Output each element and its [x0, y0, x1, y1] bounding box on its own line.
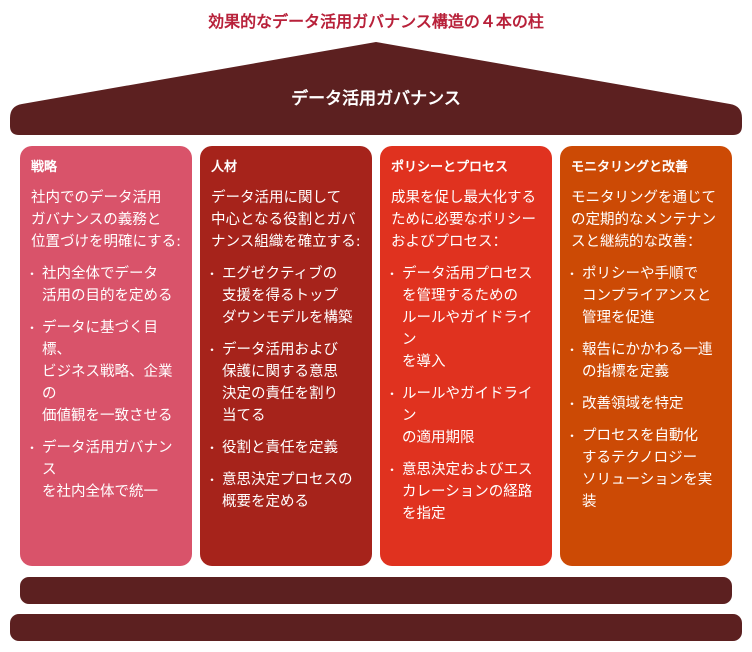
- roof: [10, 42, 742, 135]
- foundation-bar-upper: [20, 577, 732, 604]
- pillar-bullet: データに基づく目標、 ビジネス戦略、企業の 価値観を一致させる: [26, 317, 184, 427]
- pillar-bullet: データ活用プロセス を管理するための ルールやガイドライン を導入: [386, 263, 544, 373]
- pillar-bullet: 報告にかかわる一連 の指標を定義: [566, 339, 724, 383]
- pillar-heading: ポリシーとプロセス: [391, 160, 509, 175]
- roof-label: データ活用ガバナンス: [291, 89, 461, 109]
- pillar-heading: 人材: [211, 160, 238, 175]
- pillar-intro: モニタリングを通じて の定期的なメンテナン スと継続的な改善：: [571, 190, 716, 250]
- pillar-intro: データ活用に関して 中心となる役割とガバ ナンス組織を確立する:: [211, 190, 361, 250]
- pillar-bullet: エグゼクティブの 支援を得るトップ ダウンモデルを構築: [206, 263, 364, 329]
- pillar-bullet: 社内全体でデータ 活用の目的を定める: [26, 263, 184, 307]
- diagram-title: 効果的なデータ活用ガバナンス構造の４本の柱: [208, 12, 544, 31]
- pillar-bullet: データ活用ガバナンス を社内全体で統一: [26, 437, 184, 503]
- pillar-bullet: 意思決定およびエス カレーションの経路 を指定: [386, 459, 544, 525]
- pillar-bullet: ポリシーや手順で コンプライアンスと 管理を促進: [566, 263, 724, 329]
- pillar-intro: 社内でのデータ活用 ガバナンスの義務と 位置づけを明確にする:: [31, 190, 182, 250]
- pillar-heading: モニタリングと改善: [571, 160, 689, 175]
- pillar-heading: 戦略: [31, 160, 58, 175]
- foundation-bar-lower: [10, 614, 742, 641]
- pillar-bullet: ルールやガイドライン の適用期限: [386, 383, 544, 449]
- pillar-bullet: 改善領域を特定: [566, 393, 724, 415]
- pillar-bullet: プロセスを自動化 するテクノロジー ソリューションを実装: [566, 425, 724, 513]
- pillar-intro: 成果を促し最大化する ために必要なポリシー およびプロセス：: [391, 190, 536, 250]
- pillar-monitoring-improvement: モニタリングと改善モニタリングを通じて の定期的なメンテナン スと継続的な改善：…: [560, 146, 732, 566]
- pillar-bullet: 役割と責任を定義: [206, 437, 364, 459]
- pillar-bullet: 意思決定プロセスの 概要を定める: [206, 469, 364, 513]
- pillar-bullet: データ活用および 保護に関する意思 決定の責任を割り 当てる: [206, 339, 364, 427]
